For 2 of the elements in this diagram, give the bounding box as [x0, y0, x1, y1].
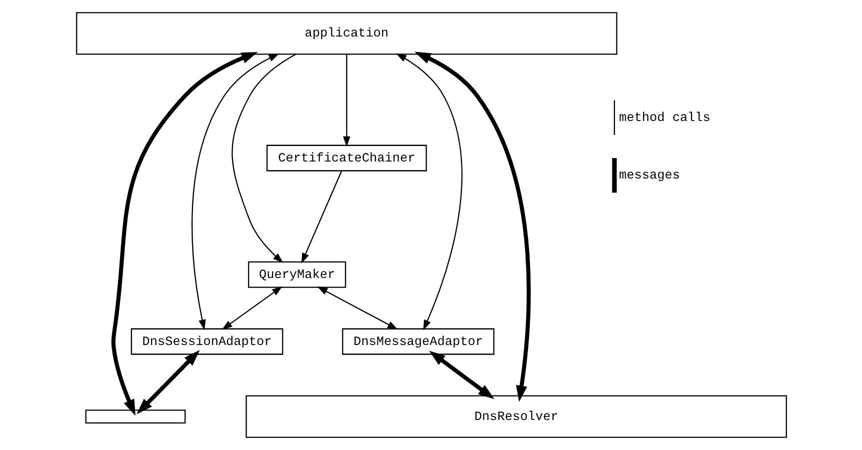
legend-label: messages — [618, 168, 680, 183]
legend-label: method calls — [618, 110, 710, 125]
